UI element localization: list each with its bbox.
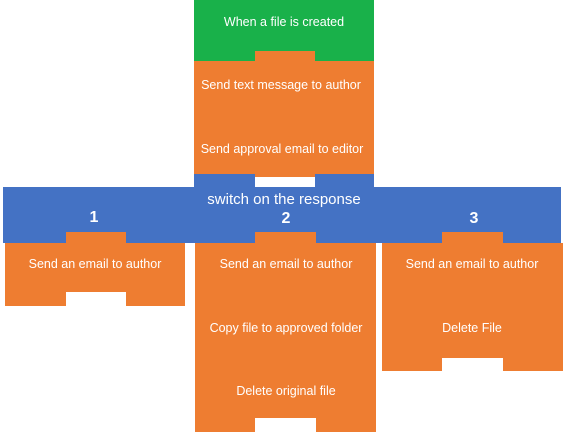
action-shape xyxy=(195,294,376,370)
trigger-block: When a file is created xyxy=(194,0,374,61)
step-shape xyxy=(194,51,374,124)
case-2-action-1: Send an email to author xyxy=(195,232,376,306)
case-number-1: 1 xyxy=(90,209,99,226)
case-3-action-1: Send an email to author xyxy=(382,232,563,308)
action-label: Send an email to author xyxy=(29,257,162,271)
step-block-send-approval: Send approval email to editor xyxy=(194,114,374,187)
step-block-send-text: Send text message to author xyxy=(194,51,374,124)
case-2-action-2: Copy file to approved folder xyxy=(195,294,376,370)
trigger-label: When a file is created xyxy=(224,15,344,29)
case-2-action-3: Delete original file xyxy=(195,358,376,432)
case-number-3: 3 xyxy=(470,210,479,227)
case-number-2: 2 xyxy=(282,210,291,227)
step-label: Send approval email to editor xyxy=(201,142,364,156)
action-shape xyxy=(382,296,563,371)
action-shape xyxy=(195,358,376,432)
switch-shape xyxy=(3,174,561,243)
action-label: Delete original file xyxy=(236,384,335,398)
action-label: Send an email to author xyxy=(220,257,353,271)
action-shape xyxy=(5,232,185,306)
action-label: Send an email to author xyxy=(406,257,539,271)
step-label: Send text message to author xyxy=(201,78,361,92)
action-label: Delete File xyxy=(442,321,502,335)
trigger-shape xyxy=(194,0,374,61)
action-shape xyxy=(195,232,376,306)
action-label: Copy file to approved folder xyxy=(210,321,363,335)
case-1-action-1: Send an email to author xyxy=(5,232,185,306)
case-3-action-2: Delete File xyxy=(382,296,563,371)
switch-block: switch on the response 1 2 3 xyxy=(3,174,561,243)
switch-label: switch on the response xyxy=(207,191,360,208)
step-shape xyxy=(194,114,374,187)
action-shape xyxy=(382,232,563,308)
